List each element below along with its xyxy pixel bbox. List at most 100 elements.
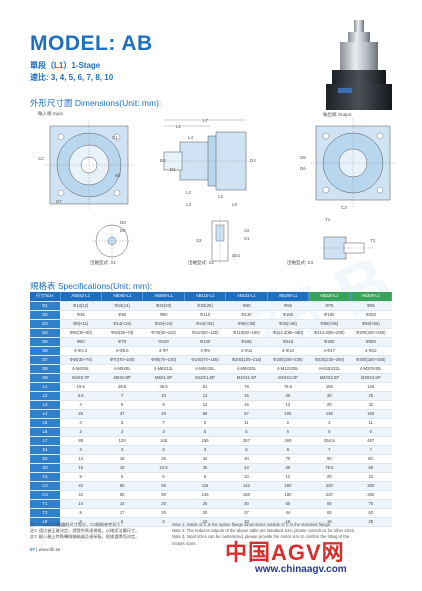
spec-cell: Φ8(<11) [60, 319, 102, 329]
spec-row-label: S3 [30, 463, 60, 473]
spec-cell: Φ35 [60, 310, 102, 320]
note-en-4: motors sizes. [172, 540, 197, 546]
spec-cell: Φ165 [225, 337, 268, 347]
spec-row-label: L3 [30, 400, 60, 410]
spec-cell: M16X2.0P [267, 373, 309, 383]
spec-cell: 12 [184, 400, 226, 410]
t2-label: T2 [370, 238, 376, 243]
spec-cell: 20 [142, 499, 185, 509]
l6-label: L6 [232, 202, 238, 207]
spec-cell: 30 [225, 499, 268, 509]
spec-cell: 48 [142, 409, 185, 419]
spec-cell: Φ85 [350, 301, 392, 311]
spec-cell: 7 [101, 391, 143, 401]
spec-cell: 8 [184, 472, 226, 482]
spec-cell: 115 [184, 481, 226, 491]
spec-cell: Φ180 [308, 310, 351, 320]
spec-header-model: AB115-L1 [184, 292, 227, 302]
spec-cell: 5 [184, 427, 226, 437]
spec-cell: 40 [225, 454, 268, 464]
spec-cell: 180 [267, 481, 309, 491]
spec-cell: 12 [184, 391, 226, 401]
spec-cell: 24.5 [142, 463, 185, 473]
spec-cell: 269 [267, 436, 309, 446]
spec-cell: 106 [308, 382, 351, 392]
spec-cell: Φ200(190~235) [267, 355, 309, 365]
spec-cell: 44 [267, 508, 309, 518]
spec-row-label: D3 [30, 319, 60, 329]
spec-cell: Φ200(200~250) [350, 328, 392, 338]
side-view-drawing [160, 119, 250, 191]
spec-cell: 25 [142, 508, 185, 518]
spec-cell: 4-M6X12L [142, 364, 185, 374]
spec-cell: Φ32(25) [184, 301, 226, 311]
spec-row-label: L7 [30, 436, 60, 446]
spec-cell: 3 [142, 427, 185, 437]
spec-cell: 2 [267, 418, 309, 428]
note-en-2: Note 2: The reducer outputs of the above… [172, 528, 356, 534]
gearbox-product-image [326, 20, 392, 110]
d8-label: D8 [120, 228, 126, 233]
spec-cell: 7 [142, 418, 185, 428]
c1-label: C1 [112, 135, 118, 140]
spec-cell: 14 [101, 499, 143, 509]
spec-cell: 3 [184, 445, 226, 455]
ratio-label: 速比: 3, 4, 5, 6, 7, 8, 10 [30, 73, 114, 82]
spec-cell: 65 [350, 463, 392, 473]
shaft-s1-label: 出軸型式: S1 [90, 260, 117, 265]
spec-cell: 4-Φ13 [267, 346, 309, 356]
note-cn-2: 註2: 速比被正確決定，請提供馬達規格，以確認法蘭尺寸。 [30, 528, 140, 534]
spec-cell: 60 [101, 490, 143, 500]
spec-cell: 6 [142, 517, 185, 527]
spec-cell: M6X1.0P [142, 373, 185, 383]
d4-label: D4 [250, 158, 256, 163]
l3-label: L3 [186, 202, 192, 207]
spec-cell: 42 [60, 490, 102, 500]
spec-header-model: AB180-L1 [267, 292, 310, 302]
spec-cell: 5 [267, 427, 309, 437]
spec-cell: M4X0.7P [60, 373, 102, 383]
spec-cell: 65 [308, 499, 351, 509]
spec-cell: 10 [142, 391, 185, 401]
spec-cell: 16 [225, 400, 268, 410]
spec-cell: 3 [101, 427, 143, 437]
spec-cell: Φ13(12) [60, 301, 102, 311]
spec-cell: 105 [267, 409, 309, 419]
t1-label: T1 [325, 217, 331, 222]
footer-website-link[interactable]: www.tfb.tw [38, 547, 61, 552]
spec-cell: Φ19(<24) [142, 319, 185, 329]
spec-cell: M20X2.5P [308, 373, 351, 383]
spec-cell: 18 [101, 454, 143, 464]
spec-header-model: AB220-L1 [308, 292, 351, 302]
spec-cell: 65 [308, 508, 351, 518]
spec-cell: 135 [184, 490, 226, 500]
spec-cell: Φ40 [225, 301, 268, 311]
spec-cell: 142 [225, 481, 268, 491]
spec-row-label: C2 [30, 481, 60, 491]
spec-cell: 11 [350, 418, 392, 428]
spec-cell: 60 [101, 481, 143, 491]
spec-cell: 37 [101, 409, 143, 419]
spec-cell: Φ300(180~350) [350, 355, 392, 365]
spec-cell: 8 [60, 508, 102, 518]
spec-cell: 79.5 [308, 463, 351, 473]
spec-cell: 51 [184, 382, 226, 392]
spec-row-label: D5 [30, 337, 60, 347]
d7-label: D7 [56, 199, 62, 204]
spec-cell: 3 [60, 445, 102, 455]
spec-cell: M20X2.5P [350, 373, 392, 383]
spec-cell: Φ110 [184, 310, 226, 320]
